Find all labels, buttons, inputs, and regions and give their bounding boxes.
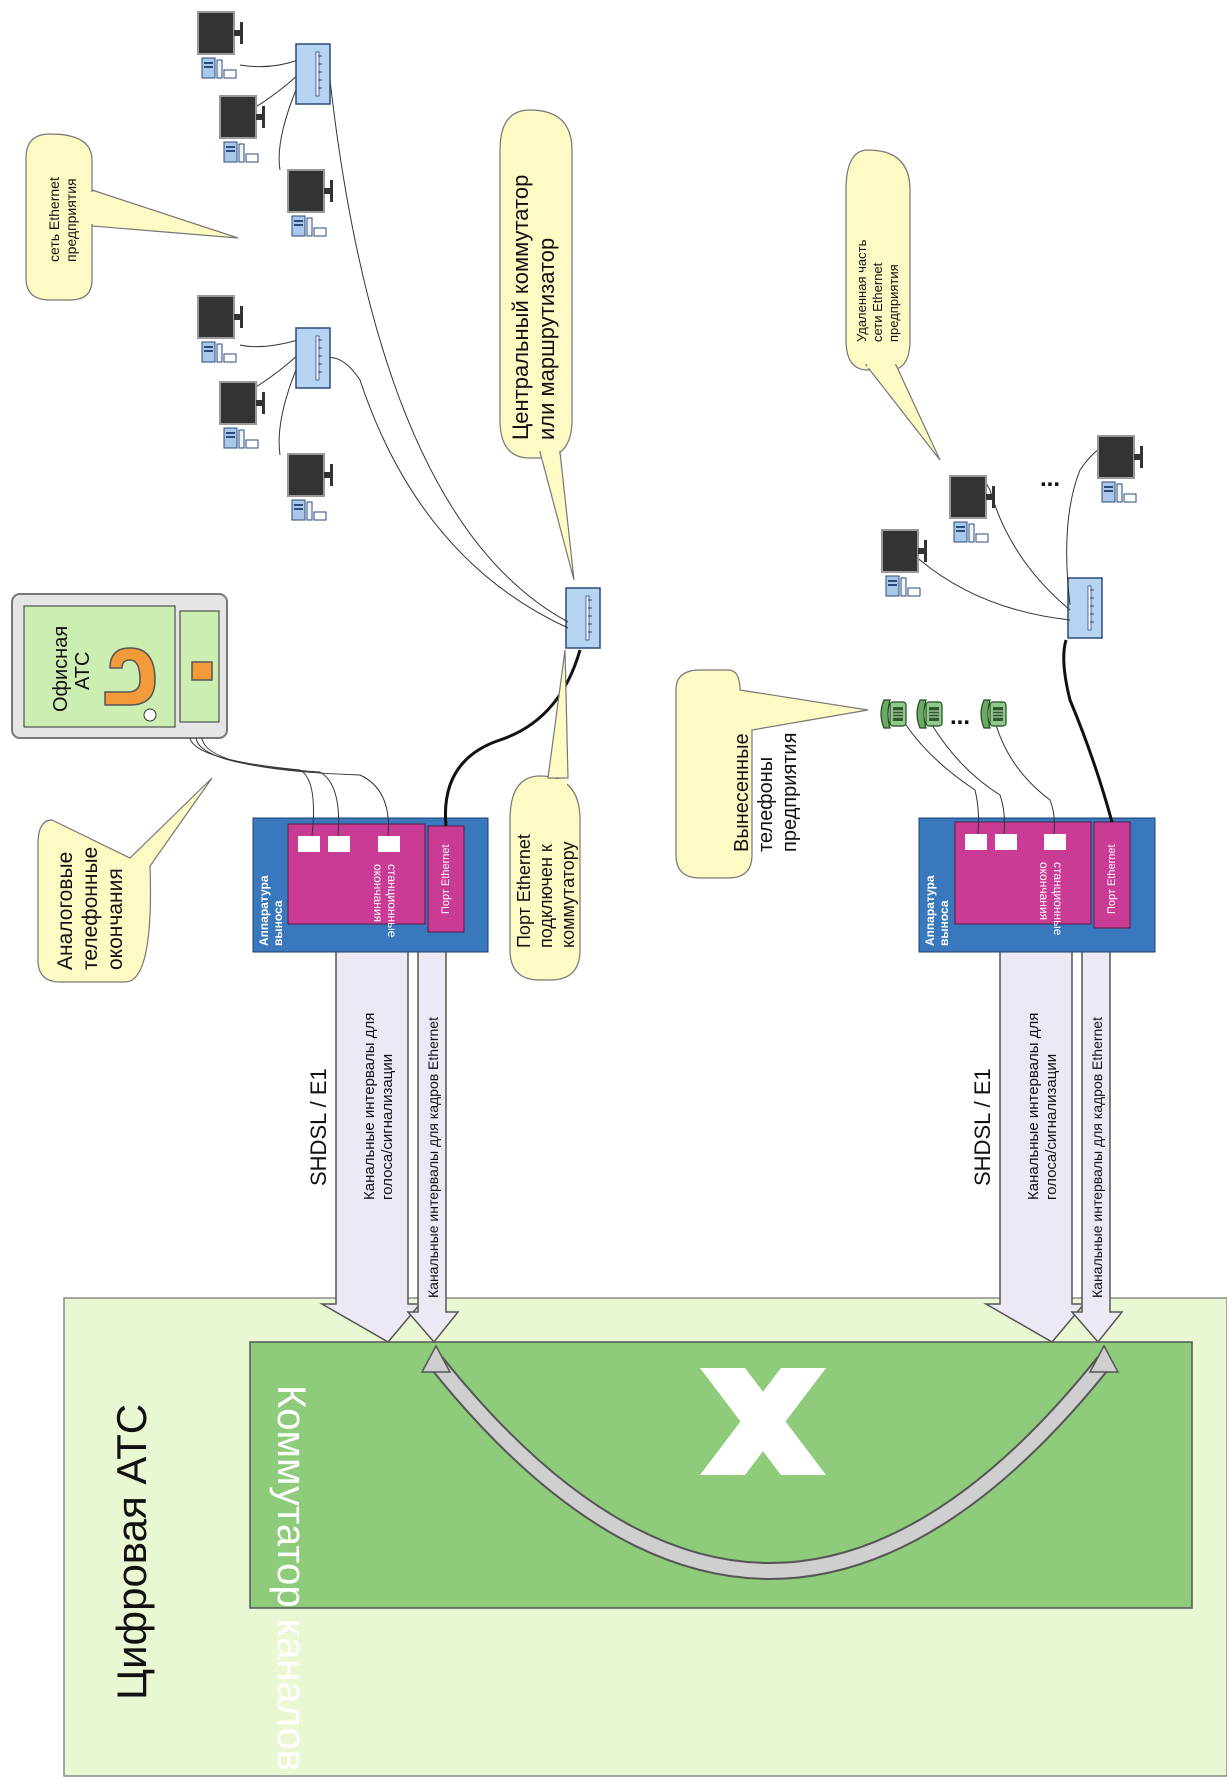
svg-text:Порт Ethernet: Порт Ethernet bbox=[440, 844, 452, 914]
svg-text:Офисная АТС: Офисная АТС bbox=[50, 620, 94, 712]
ethernet-channels-label-bottom: Канальные интервалы для кадров Ethernet bbox=[1089, 1017, 1105, 1298]
svg-text:Канальные интервалы для: Канальные интервалы для голоса/сигнализа… bbox=[361, 1008, 396, 1200]
svg-text:Цифровая АТС: Цифровая АТС bbox=[108, 1404, 155, 1700]
digital-pbx-label: Цифровая АТС bbox=[108, 1404, 155, 1700]
svg-text:Канальные интервалы для: Канальные интервалы для голоса/сигнализа… bbox=[1025, 1008, 1060, 1200]
remote-unit-label-top: Аппаратура выноса bbox=[257, 872, 285, 946]
svg-text:Удаленная часть сети Eth: Удаленная часть сети Ethernet предприяти… bbox=[854, 236, 901, 342]
svg-text:...: ... bbox=[950, 703, 970, 730]
phone-icon bbox=[980, 699, 1007, 729]
computer-icon bbox=[219, 381, 266, 449]
remote-switch bbox=[1067, 577, 1103, 639]
computer-icon bbox=[197, 11, 244, 79]
ethernet-channel-arrow-top bbox=[406, 911, 460, 1344]
ethernet-channels-label-top: Канальные интервалы для кадров Ethernet bbox=[425, 1017, 441, 1298]
callout-remote-phones: Вынесенные телефоны предприятия bbox=[675, 669, 869, 879]
ethernet-port-label-bottom: Порт Ethernet bbox=[1106, 844, 1118, 914]
crossbar-icon bbox=[700, 1368, 826, 1475]
switch-lan-1 bbox=[295, 43, 331, 105]
svg-text:Канальные интервалы для кадров: Канальные интервалы для кадров Ethernet bbox=[425, 1017, 441, 1298]
svg-text:SHDSL / E1: SHDSL / E1 bbox=[306, 1068, 331, 1186]
svg-text:Центральный коммутатор и: Центральный коммутатор или маршрутизатор bbox=[508, 169, 559, 440]
phones-ellipsis: ... bbox=[950, 703, 970, 730]
computers-ellipsis: ... bbox=[1040, 465, 1060, 492]
station-ends-label-top: станционные окончания bbox=[371, 864, 399, 941]
channel-switch-label: Коммутатор каналов bbox=[269, 1385, 313, 1771]
computer-icon bbox=[287, 169, 334, 237]
callout-ethernet-network: сеть Ethernet предприятия bbox=[25, 133, 239, 301]
shdsl-label-bottom: SHDSL / E1 bbox=[970, 1068, 995, 1186]
svg-text:Порт Ethernet подключен: Порт Ethernet подключен к коммутатору bbox=[514, 829, 578, 948]
svg-text:сеть Ethernet предприяти: сеть Ethernet предприятия bbox=[46, 173, 79, 262]
svg-text:Аппаратура выноса: Аппаратура выноса bbox=[257, 872, 285, 946]
callout-remote-network: Удаленная часть сети Ethernet предприяти… bbox=[845, 149, 941, 461]
ethernet-channel-arrow-bottom bbox=[1070, 911, 1124, 1344]
callout-ethernet-port: Порт Ethernet подключен к коммутатору bbox=[509, 649, 581, 981]
svg-text:...: ... bbox=[1040, 465, 1060, 492]
phone-icon bbox=[916, 699, 943, 729]
station-ends-label-bottom: станционные окончания bbox=[1037, 862, 1065, 939]
computer-icon bbox=[1097, 435, 1144, 503]
svg-text:Порт Ethernet: Порт Ethernet bbox=[1106, 844, 1118, 914]
switch-lan-2 bbox=[295, 327, 331, 389]
svg-text:SHDSL / E1: SHDSL / E1 bbox=[970, 1068, 995, 1186]
svg-text:станционные окончания: станционные окончания bbox=[371, 864, 399, 941]
ethernet-uplink-bottom bbox=[1062, 639, 1114, 823]
computer-icon bbox=[287, 453, 334, 521]
computer-icon bbox=[197, 295, 244, 363]
switching-arc-arrow bbox=[420, 1344, 1120, 1580]
remote-unit-top bbox=[252, 817, 489, 953]
computer-icon bbox=[949, 475, 996, 543]
voice-channels-label-top: Канальные интервалы для голоса/сигнализа… bbox=[361, 1008, 396, 1200]
voice-channels-label-bottom: Канальные интервалы для голоса/сигнализа… bbox=[1025, 1008, 1060, 1200]
phone-icon bbox=[880, 699, 907, 729]
svg-text:Коммутатор каналов: Коммутатор каналов bbox=[269, 1385, 313, 1771]
remote-unit-bottom bbox=[918, 817, 1156, 953]
svg-text:станционные окончания: станционные окончания bbox=[1037, 862, 1065, 939]
office-pbx-label: Офисная АТС bbox=[50, 620, 94, 712]
svg-text:Аппаратура выноса: Аппаратура выноса bbox=[923, 872, 951, 946]
remote-phone-lines bbox=[905, 724, 1055, 835]
svg-text:Канальные интервалы для кадров: Канальные интервалы для кадров Ethernet bbox=[1089, 1017, 1105, 1298]
analog-lines bbox=[189, 737, 389, 837]
ethernet-port-label-top: Порт Ethernet bbox=[440, 844, 452, 914]
question-mark-icon bbox=[104, 647, 213, 706]
shdsl-label-top: SHDSL / E1 bbox=[306, 1068, 331, 1186]
callout-central-switch: Центральный коммутатор или маршрутизатор bbox=[499, 109, 575, 581]
callout-analog-endings: Аналоговые телефонные окончания bbox=[37, 777, 213, 983]
svg-text:Вынесенные телефоны: Вынесенные телефоны предприятия bbox=[731, 728, 801, 852]
remote-unit-label-bottom: Аппаратура выноса bbox=[923, 872, 951, 946]
svg-text:Аналоговые телефонные: Аналоговые телефонные окончания bbox=[54, 841, 127, 970]
computer-icon bbox=[881, 529, 928, 597]
central-switch bbox=[565, 587, 601, 649]
